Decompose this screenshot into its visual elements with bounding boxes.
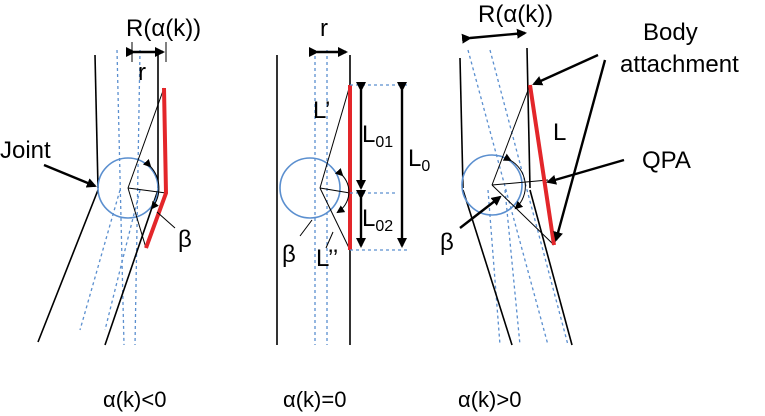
p3-actuator [528, 84, 556, 246]
p3-line-upper [491, 84, 531, 186]
p3-R-arrow [461, 28, 527, 44]
p2-line-upper [319, 84, 351, 189]
p1-line-lower [127, 187, 147, 249]
p1-beta-label: β [178, 226, 192, 253]
p3-beta-label: β [440, 229, 454, 256]
p2-caption: α(k)=0 [283, 387, 346, 412]
p3-line-lower [491, 184, 555, 246]
p1-dashed-lower-b [104, 189, 141, 331]
panel-positive-angle: R(α(k)) Body attachment L QPA β α(k)>0 [440, 1, 739, 412]
p2-beta-arc [334, 167, 350, 214]
panel-zero-angle: r L’ β L’’ L01 L02 L0 α(k)=0 [276, 15, 430, 412]
p3-beta-arc [502, 153, 526, 210]
p2-L-dprime-label: L’’ [316, 245, 338, 272]
p1-lower-limb-right [104, 189, 159, 346]
p3-body-label-line2: attachment [620, 51, 739, 78]
p2-joint-circle [279, 157, 341, 219]
p2-L0-label: L0 [408, 145, 430, 175]
p3-dashed-c [487, 189, 501, 346]
p3-line-mid [491, 179, 549, 186]
p1-r-label: r [138, 59, 146, 86]
p1-lower-limb-left [37, 189, 99, 343]
p2-Ldd-pointer [325, 231, 334, 249]
p2-L-prime-label: L’ [313, 97, 330, 124]
p1-upper-limb-left [94, 54, 99, 189]
p1-beta-arc [142, 158, 160, 210]
p1-joint-arrow [43, 163, 97, 188]
p2-line-lower [319, 187, 351, 251]
p3-caption: α(k)>0 [458, 387, 521, 412]
p3-dashed-d [504, 189, 521, 346]
p1-beta-pointer [156, 211, 176, 229]
p3-body-arrow-top [532, 53, 599, 86]
p3-dashed-b [489, 49, 569, 346]
p3-lower-limb-left [462, 189, 513, 346]
p3-qpa-label: QPA [642, 147, 691, 174]
p1-joint-label: Joint [0, 137, 51, 164]
p2-beta-pointer [299, 219, 313, 237]
p1-dashed-lower-a [79, 189, 121, 331]
p1-line-mid [127, 187, 167, 194]
p2-L01-label: L01 [362, 121, 393, 151]
p3-qpa-arrow [546, 158, 625, 185]
p3-L-label: L [553, 119, 566, 146]
p2-line-mid [319, 187, 351, 194]
p3-upper-limb-right [526, 47, 531, 189]
p2-L02-label: L02 [362, 205, 393, 235]
p1-dashed-right [134, 49, 141, 346]
p3-R-label: R(α(k)) [478, 1, 553, 28]
p3-beta-arrow [459, 195, 502, 229]
p1-dashed-left [116, 49, 125, 346]
p2-r-label: r [320, 15, 328, 42]
p3-lower-limb-right [529, 189, 573, 346]
p3-dashed-a [467, 49, 549, 346]
p1-actuator [144, 87, 169, 249]
p1-line-upper [127, 87, 165, 189]
p3-body-label-line1: Body [643, 19, 698, 46]
p2-beta-label: β [282, 241, 296, 268]
p1-caption: α(k)<0 [103, 387, 166, 412]
p3-body-arrow-bottom [553, 59, 607, 242]
p1-R-label: R(α(k)) [126, 15, 201, 42]
p3-upper-limb-left [459, 57, 464, 189]
panel-negative-angle: R(α(k)) r Joint β α(k)<0 [0, 15, 201, 412]
